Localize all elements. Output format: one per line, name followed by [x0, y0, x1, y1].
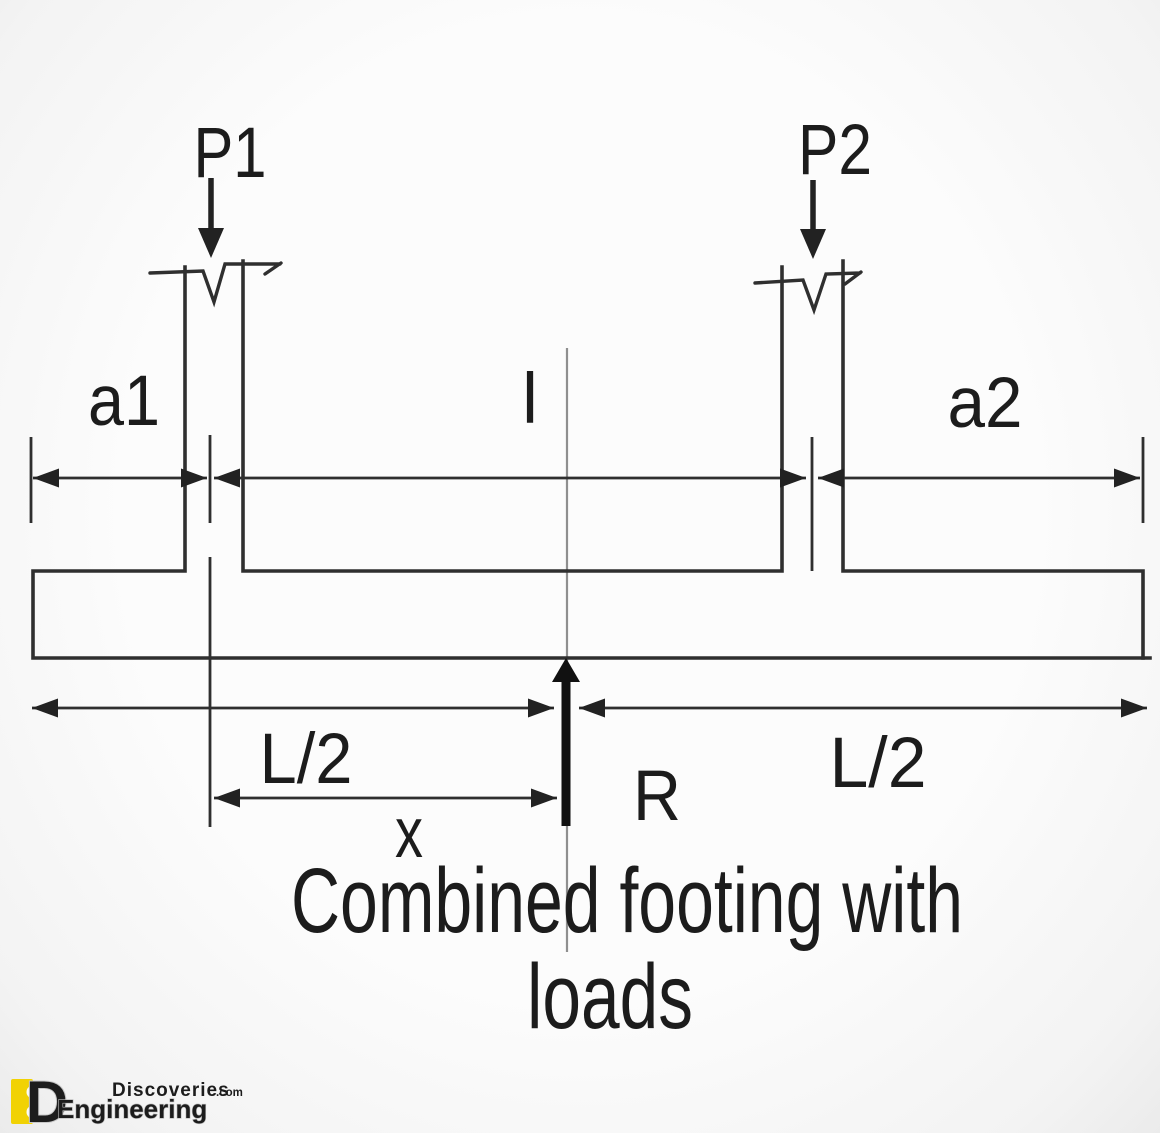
footing-middle-section [241, 259, 784, 573]
logo-mark-notch-bottom [26, 1105, 40, 1119]
resultant-r-label: R [633, 757, 681, 836]
dimension-line-overall [32, 698, 1147, 718]
logo-mark-notch-top [26, 1085, 40, 1099]
dim-l2-right-label: L/2 [830, 724, 927, 803]
resultant-arrow [552, 658, 580, 826]
logo-discoveries-text: Discoveries [112, 1080, 230, 1101]
column-break-left [148, 261, 283, 308]
logo-monogram-d: D [26, 1070, 68, 1133]
footing-outline [31, 259, 1152, 660]
dimension-arrowheads-overall [32, 698, 1147, 718]
dim-l-label: l [522, 360, 538, 439]
dimension-line-x [214, 788, 557, 808]
dim-x-label: x [395, 794, 423, 873]
load-p1-label: P1 [194, 114, 267, 193]
dim-a1-label: a1 [88, 362, 160, 441]
caption-line-2: loads [527, 946, 693, 1048]
engineering-discoveries-logo: D Discoveries .com Engineering [11, 1069, 243, 1133]
extension-lines [29, 435, 1145, 827]
dimension-arrowheads-x [214, 788, 557, 808]
logo-domain-suffix: .com [216, 1087, 243, 1099]
load-p2-label: P2 [798, 111, 872, 190]
dim-l2-left-label: L/2 [260, 720, 353, 799]
load-arrow-p2 [800, 180, 826, 259]
load-arrow-p1 [198, 178, 224, 258]
footing-left-section [31, 265, 1152, 660]
footing-right-section [841, 259, 1145, 660]
logo-engineering-text: Engineering [57, 1094, 207, 1124]
dim-a2-label: a2 [948, 364, 1023, 443]
dimension-arrowheads-top [33, 468, 1140, 488]
column-break-right [753, 270, 863, 316]
dimension-line-top [33, 468, 1140, 488]
caption-line-1: Combined footing with [291, 850, 963, 952]
